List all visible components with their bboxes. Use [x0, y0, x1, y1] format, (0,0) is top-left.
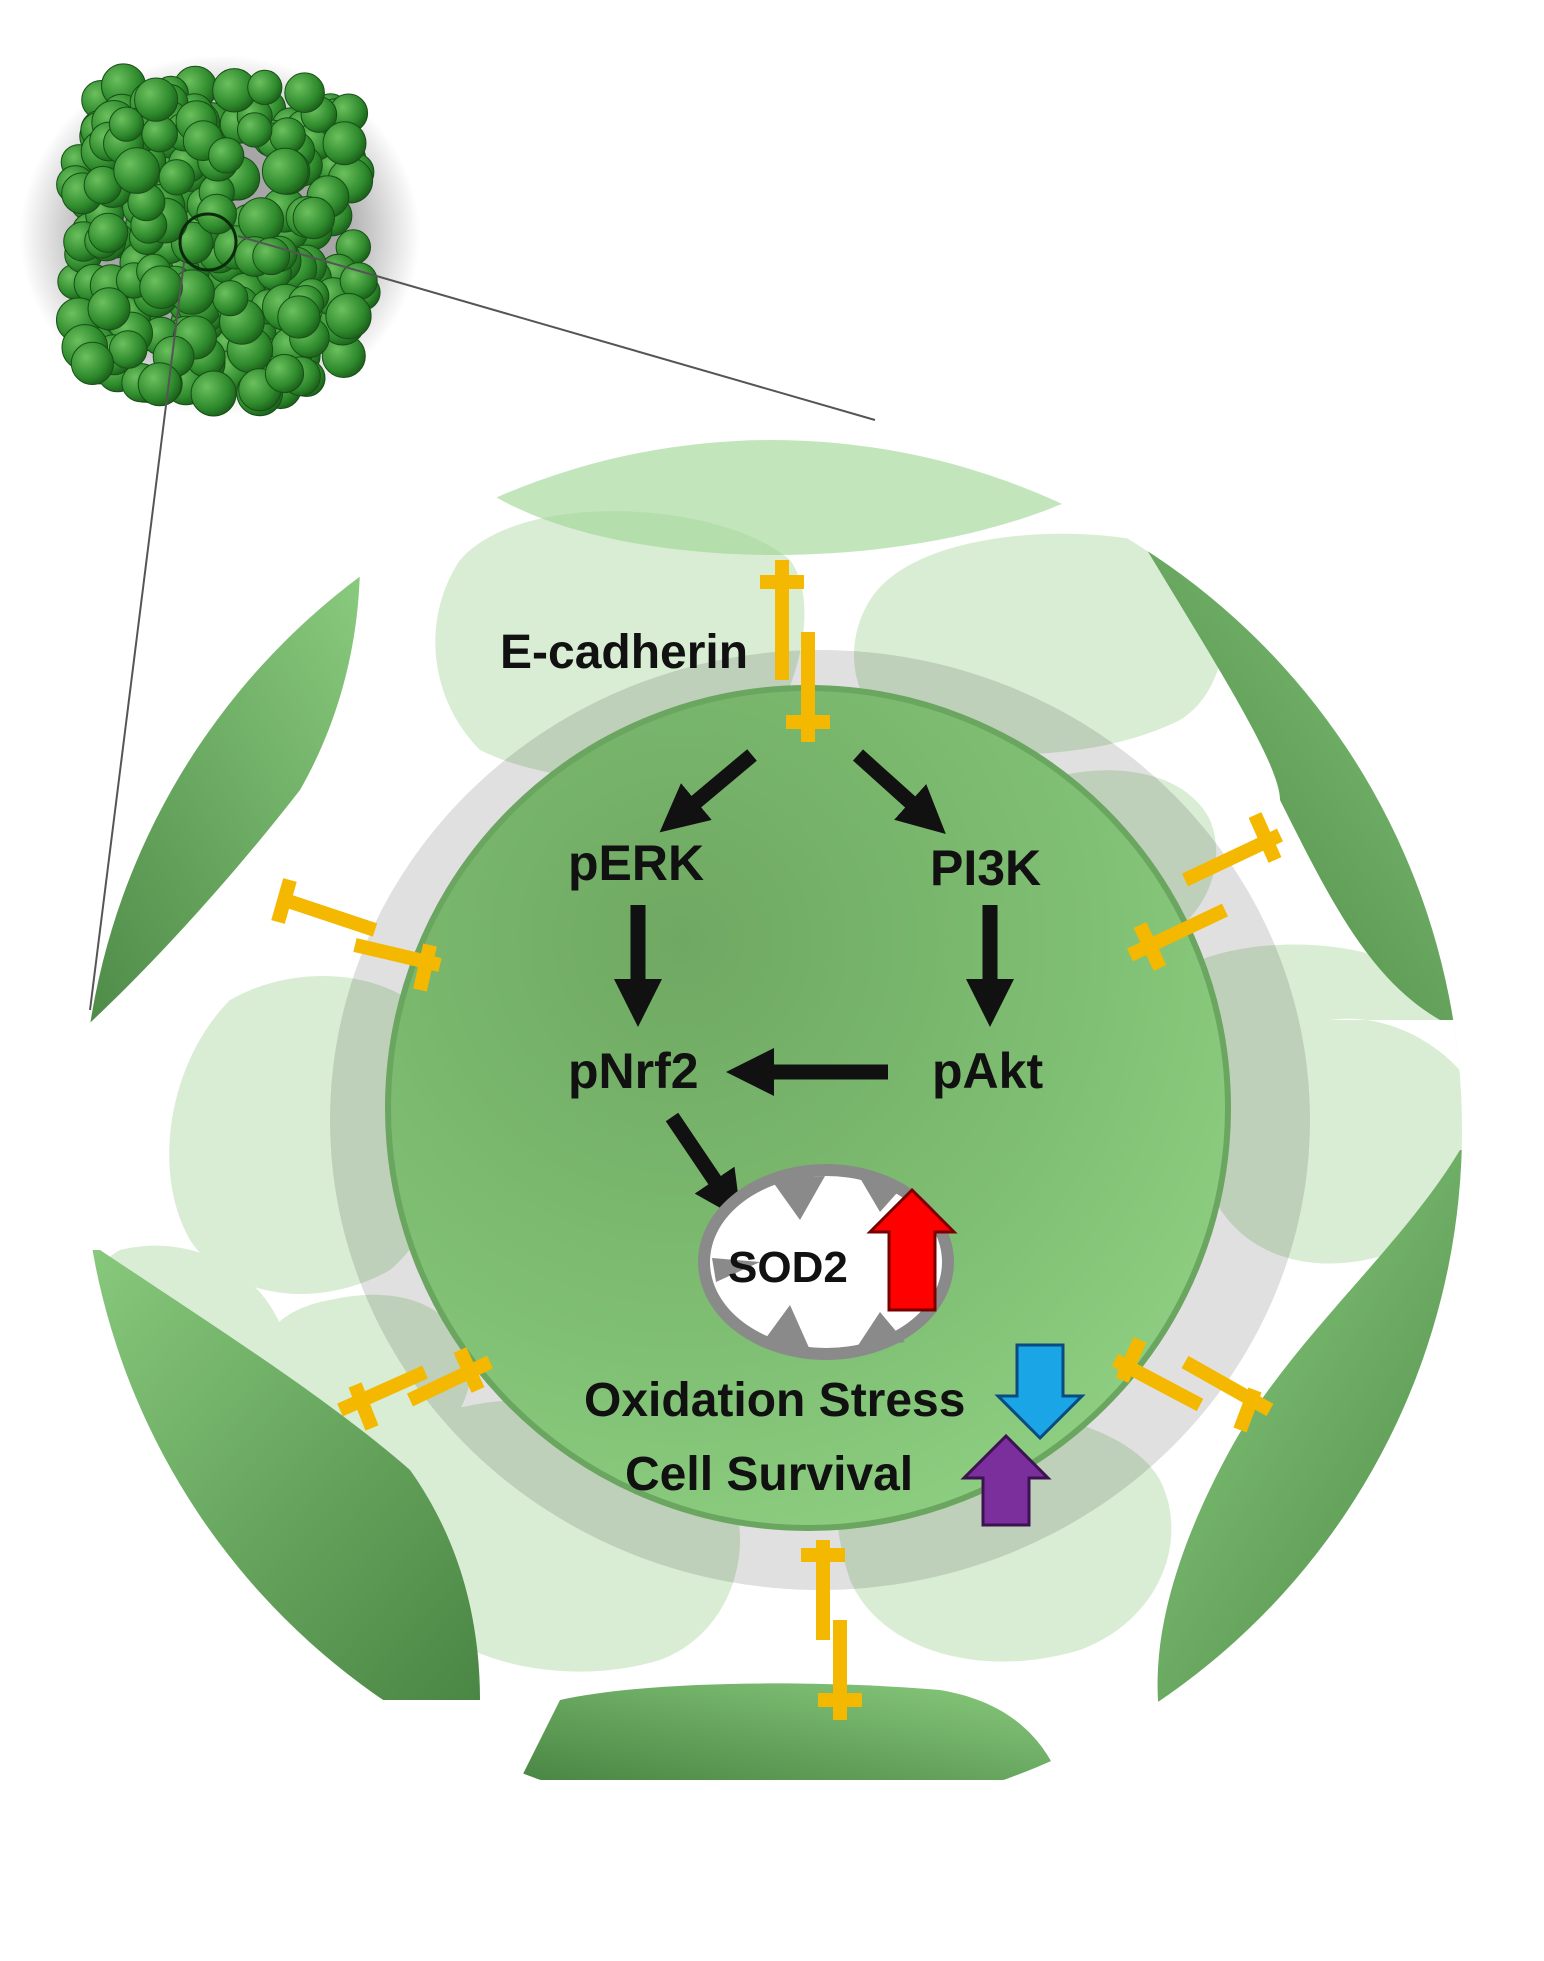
- spheroid-cell: [113, 147, 160, 194]
- oxidation-stress-decrease-arrow-icon: [994, 1343, 1086, 1441]
- e-cadherin-junctions: [271, 560, 1283, 1720]
- arrow-cadherin-to-pi3k: [852, 749, 946, 835]
- zoom-focus-ring: [178, 212, 238, 272]
- spheroid-cell: [137, 362, 182, 407]
- cell-survival-increase-arrow-icon: [960, 1433, 1052, 1527]
- spheroid-cell: [247, 69, 283, 106]
- spheroid-cell: [252, 237, 291, 276]
- label-cell-survival: Cell Survival: [625, 1448, 913, 1501]
- spheroid-cell: [237, 112, 273, 148]
- spheroid-cell: [322, 121, 367, 166]
- spheroid-cell: [87, 287, 131, 331]
- spheroid-cell: [158, 159, 196, 196]
- cell-spheroid-icon: [55, 63, 381, 417]
- spheroid-cell: [292, 196, 335, 240]
- central-cell: [330, 650, 1310, 1590]
- spheroid-cell: [277, 295, 321, 339]
- label-oxidation-stress: Oxidation Stress: [584, 1374, 965, 1427]
- spheroid-cell: [88, 212, 129, 253]
- label-perk: pERK: [568, 835, 704, 891]
- spheroid-cell: [139, 265, 183, 310]
- spheroid-cell: [212, 280, 249, 317]
- label-e-cadherin: E-cadherin: [500, 626, 748, 679]
- zoom-lines: [89, 235, 876, 1011]
- label-pakt: pAkt: [932, 1043, 1043, 1099]
- sod2-increase-arrow-icon: [866, 1187, 958, 1312]
- spheroid-cell: [284, 72, 325, 113]
- spheroid: [20, 55, 420, 417]
- spheroid-cell: [261, 147, 309, 195]
- label-sod2: SOD2: [728, 1243, 848, 1292]
- spheroid-cell: [325, 293, 372, 340]
- spheroid-cell: [70, 341, 115, 385]
- arrow-cadherin-to-perk: [659, 749, 757, 833]
- spheroid-cell: [108, 330, 148, 369]
- spheroid-cell: [190, 370, 237, 417]
- arrow-pnrf2-to-sod2: [665, 1112, 742, 1220]
- spheroid-cell: [264, 353, 305, 394]
- spheroid-cell: [141, 115, 178, 153]
- spheroid-cell: [108, 106, 145, 142]
- spheroid-cell: [208, 137, 245, 174]
- label-pnrf2: pNrf2: [568, 1043, 699, 1099]
- pathway-arrows: [613, 749, 1015, 1220]
- spheroid-cell: [134, 77, 179, 122]
- label-pi3k: PI3K: [930, 840, 1041, 896]
